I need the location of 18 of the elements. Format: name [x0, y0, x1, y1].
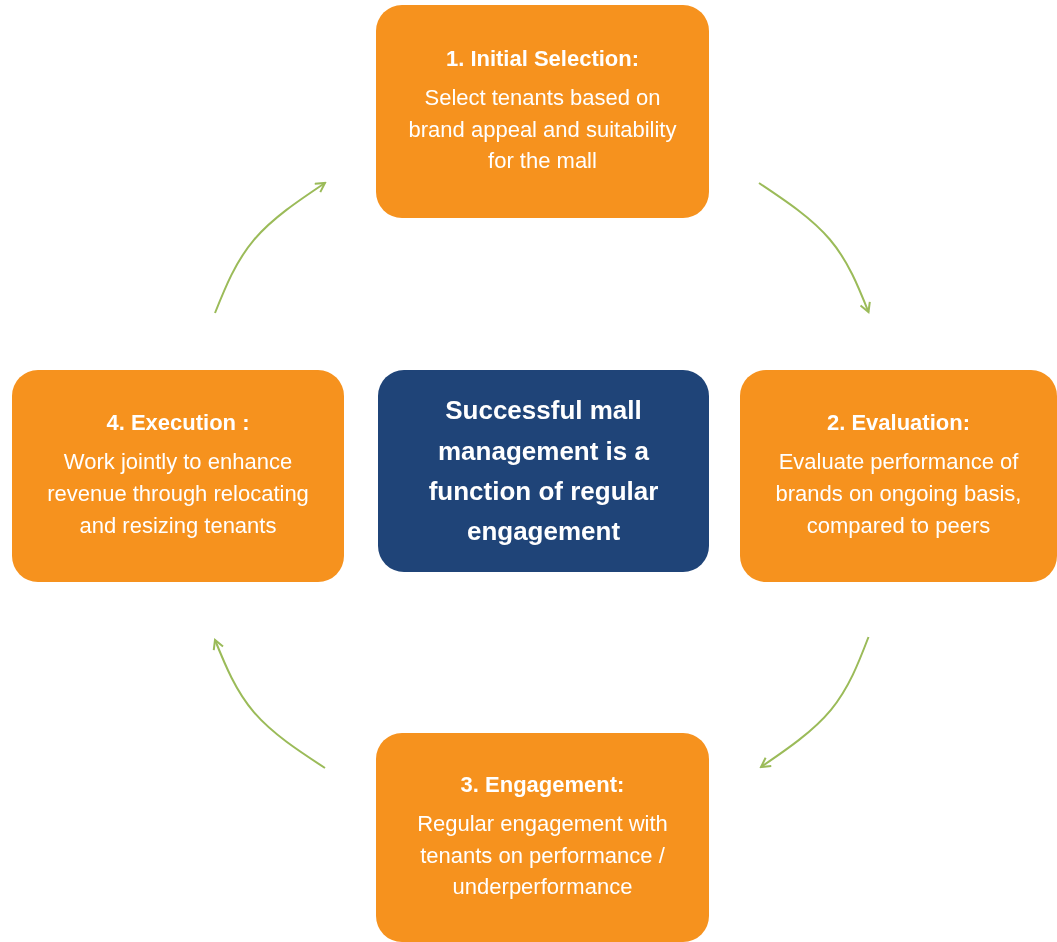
step-title: 1. Initial Selection:	[445, 45, 640, 72]
curved-arrow	[758, 182, 871, 313]
step-title: 4. Execution :	[106, 410, 250, 437]
step-box	[12, 370, 344, 582]
curved-arrow	[760, 636, 870, 768]
step-title: 2. Evaluation:	[826, 410, 970, 437]
step-description: Regular engagement with tenants on performance / underperformance	[416, 809, 669, 902]
center-text: Successful mall management is a function of regular engagement	[427, 394, 660, 549]
step-description: Evaluate performance of brands on ongoing basis, compared to peers	[774, 448, 1023, 540]
step-box	[376, 5, 709, 218]
curved-arrow	[214, 182, 326, 314]
step-description: Select tenants based on brand appeal and suitability for the mall	[407, 83, 678, 176]
step-description: Work jointly to enhance revenue through relocating and resizing tenants	[46, 448, 310, 540]
step-title: 3. Engagement:	[460, 771, 625, 798]
center-box	[378, 370, 709, 572]
curved-arrow	[212, 639, 326, 769]
step-box	[740, 370, 1057, 582]
step-box	[376, 733, 709, 942]
